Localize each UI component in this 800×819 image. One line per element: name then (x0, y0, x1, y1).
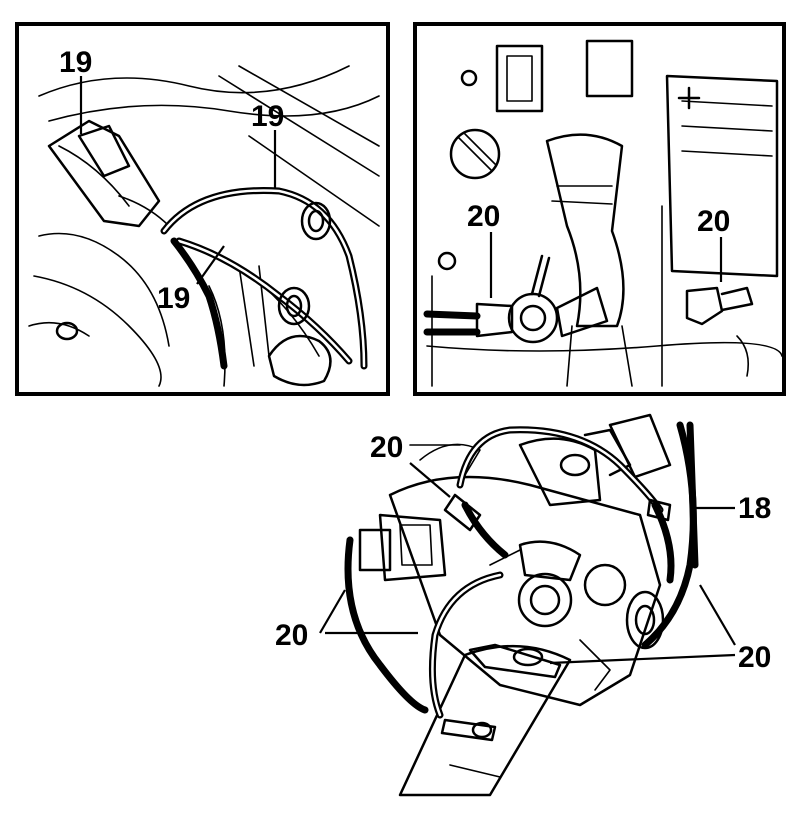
right-panel-drawing: 20 20 (423, 39, 782, 387)
callout-20-right: 20 (697, 205, 730, 282)
bottom-hoses (344, 421, 699, 719)
svg-text:20: 20 (738, 641, 771, 674)
callout-19-top-right: 19 (251, 100, 284, 188)
callout-20-bottom: 20 (549, 653, 736, 665)
svg-text:20: 20 (370, 431, 403, 464)
left-panel-drawing: 19 19 19 (28, 46, 380, 387)
svg-text:20: 20 (467, 200, 500, 233)
callout-18: 18 (695, 492, 771, 525)
svg-text:19: 19 (251, 100, 284, 133)
svg-text:19: 19 (157, 282, 190, 315)
svg-text:20: 20 (697, 205, 730, 238)
callout-20-left: 20 (275, 589, 418, 652)
callout-20-left: 20 (467, 200, 500, 298)
bottom-drawing: 20 18 20 20 20 (275, 413, 771, 797)
right-detail-panel: 20 20 (413, 22, 786, 396)
right-panel-linework (423, 39, 782, 387)
throttle-body-illustration: 20 18 20 20 20 (250, 405, 800, 810)
svg-text:18: 18 (738, 492, 771, 525)
svg-text:19: 19 (59, 46, 92, 79)
svg-text:20: 20 (275, 619, 308, 652)
left-detail-panel: 19 19 19 (15, 22, 390, 396)
callout-20-right: 20 (699, 584, 771, 674)
callout-19-bottom: 19 (157, 245, 225, 315)
callout-19-top-left: 19 (59, 46, 92, 134)
callout-20-top: 20 (370, 431, 451, 498)
left-panel-hoses (160, 187, 368, 370)
